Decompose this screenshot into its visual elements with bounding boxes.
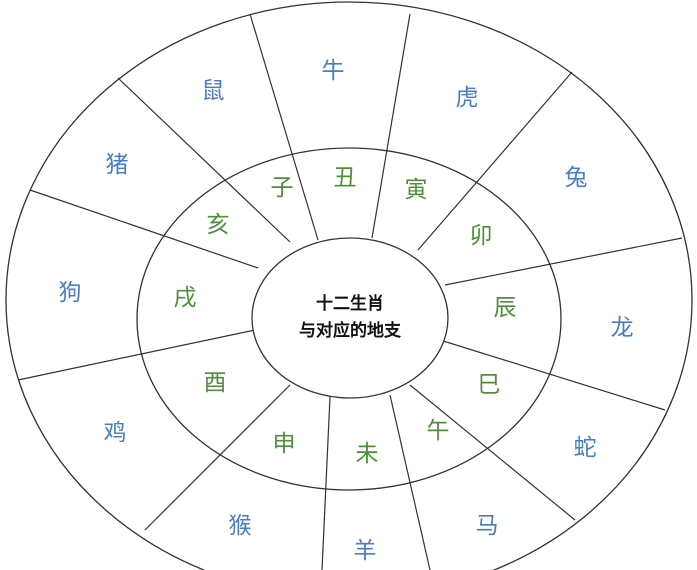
branch-label: 辰	[493, 295, 517, 321]
animal-label: 鼠	[201, 78, 225, 104]
animal-label: 龙	[610, 315, 634, 341]
branch-label: 亥	[206, 212, 230, 238]
branch-label: 丑	[333, 165, 357, 191]
middle-ring	[136, 147, 562, 491]
branch-label: 卯	[469, 223, 493, 249]
animal-label: 蛇	[573, 435, 597, 461]
branch-label: 午	[426, 418, 450, 444]
animal-label: 牛	[321, 58, 345, 84]
branch-label: 巳	[477, 372, 501, 398]
animal-label: 狗	[58, 280, 82, 306]
branch-label: 戌	[173, 285, 197, 311]
diagram-title: 十二生肖 与对应的地支	[299, 291, 401, 345]
title-line-2: 与对应的地支	[299, 321, 401, 341]
animal-label: 鸡	[103, 420, 127, 446]
animal-label: 马	[475, 513, 499, 539]
animal-label: 羊	[353, 538, 377, 564]
branch-label: 未	[355, 441, 379, 467]
animal-label: 虎	[455, 85, 479, 111]
animal-label: 兔	[564, 165, 588, 191]
divider-lines	[17, 13, 683, 570]
branch-label: 子	[270, 175, 294, 201]
branch-label: 酉	[203, 370, 227, 396]
branch-label: 寅	[404, 177, 428, 203]
outer-ring	[5, 1, 693, 570]
branch-label: 申	[272, 431, 296, 457]
animal-label: 猪	[105, 152, 129, 178]
center-circle	[251, 237, 449, 399]
title-line-1: 十二生肖	[316, 294, 384, 314]
animal-label: 猴	[228, 513, 252, 539]
